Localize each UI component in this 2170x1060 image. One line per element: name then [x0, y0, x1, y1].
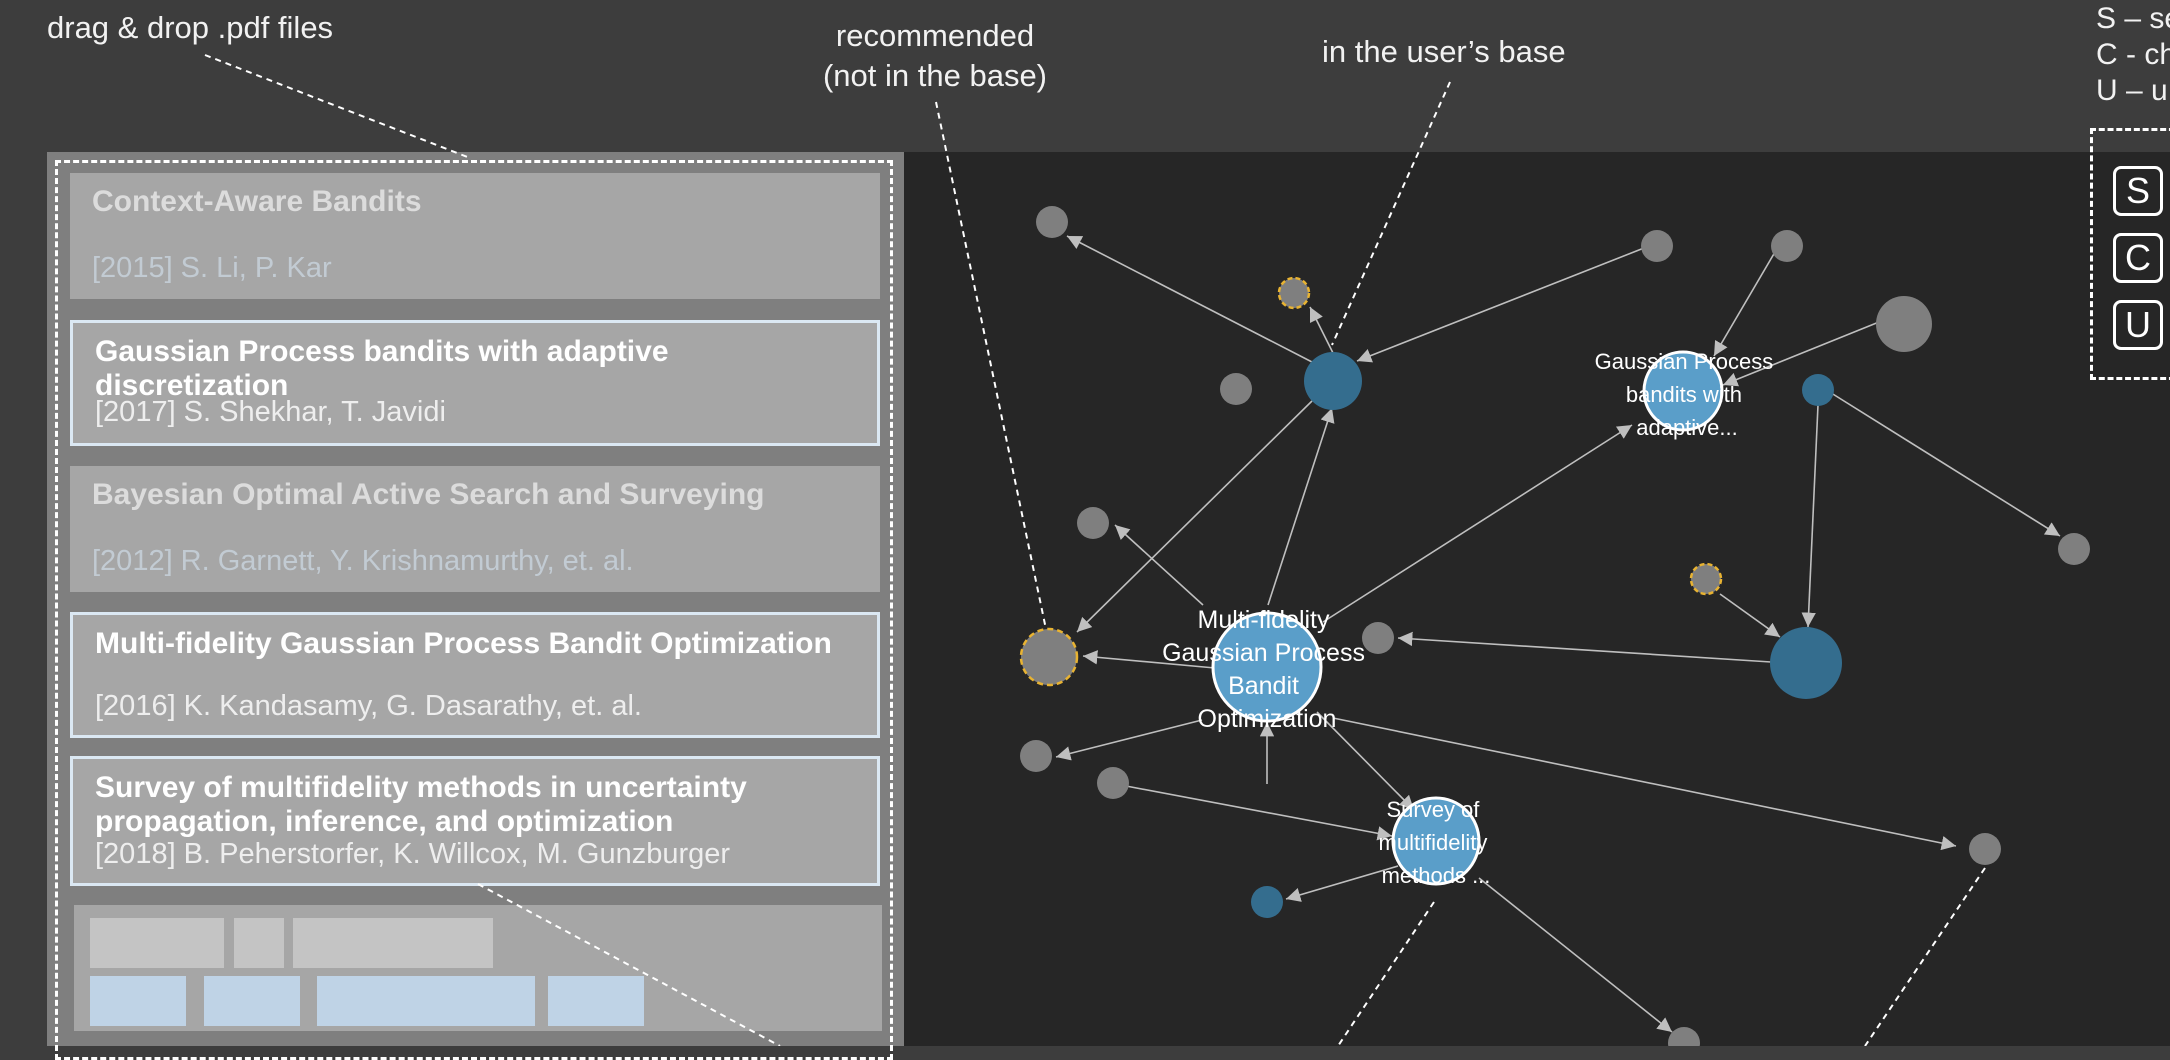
- edge: [1322, 424, 1633, 623]
- recommended-annotation-line1: recommended: [835, 18, 1035, 53]
- pointer-survey-card: [477, 883, 781, 1046]
- legend-line-select: S – se: [2096, 2, 2170, 35]
- node-in-base[interactable]: [1770, 627, 1842, 699]
- node-other[interactable]: [1097, 767, 1129, 799]
- node-recommended[interactable]: [1689, 562, 1723, 596]
- edge: [1267, 407, 1335, 606]
- edge: [1356, 247, 1645, 363]
- loading-placeholder-card: [74, 905, 882, 1031]
- node-other[interactable]: [1036, 206, 1068, 238]
- paper-list-panel: [47, 152, 904, 1046]
- node-labels: Gaussian Process bandits with adaptive..…: [1162, 349, 1780, 888]
- top-annotation-bar: [0, 0, 2170, 152]
- paper-title: Survey of multifidelity methods in uncer…: [95, 771, 747, 838]
- edge: [1722, 321, 1880, 387]
- placeholder-bar: [548, 976, 644, 1026]
- node-survey[interactable]: [1391, 796, 1481, 886]
- pointer-bottom-2: [1864, 867, 1986, 1046]
- edge: [1055, 719, 1203, 761]
- multi-fidelity-label: Multi-fidelity Gaussian Process Bandit O…: [1162, 606, 1372, 733]
- paper-card-bayesian-active-search[interactable]: Bayesian Optimal Active Search and Surve…: [70, 466, 880, 592]
- node-other[interactable]: [1876, 296, 1932, 352]
- in-base-annotation: in the user’s base: [1322, 34, 1566, 69]
- paper-title: Context-Aware Bandits: [92, 185, 422, 218]
- gp-bandits-label: Gaussian Process bandits with adaptive..…: [1595, 349, 1780, 440]
- placeholder-bar: [317, 976, 535, 1026]
- paper-card-multi-fidelity[interactable]: Multi-fidelity Gaussian Process Bandit O…: [70, 612, 880, 738]
- paper-card-gp-bandits[interactable]: Gaussian Process bandits with adaptive d…: [70, 320, 880, 446]
- placeholder-bar: [234, 918, 284, 968]
- pointer-bottom-1: [1337, 901, 1435, 1046]
- node-in-base[interactable]: [1802, 374, 1834, 406]
- paper-title: Gaussian Process bandits with adaptive d…: [95, 335, 669, 402]
- survey-label: Survey of multifidelity methods ...: [1379, 797, 1494, 888]
- edge: [1125, 785, 1393, 841]
- node-recommended[interactable]: [1019, 627, 1079, 687]
- paper-title: Multi-fidelity Gaussian Process Bandit O…: [95, 627, 832, 660]
- paper-meta: [2017] S. Shekhar, T. Javidi: [95, 396, 446, 428]
- u-button[interactable]: U: [2113, 300, 2163, 350]
- edge: [1066, 235, 1313, 363]
- paper-meta: [2012] R. Garnett, Y. Krishnamurthy, et.…: [92, 545, 634, 577]
- edge: [1397, 631, 1772, 663]
- node-other[interactable]: [1668, 1027, 1700, 1046]
- graph-edges: [1055, 235, 2061, 1033]
- edge: [1713, 251, 1776, 357]
- node-recommended[interactable]: [1277, 276, 1311, 310]
- node-gp-bandits[interactable]: [1642, 350, 1724, 432]
- edge: [1316, 711, 1415, 811]
- node-other[interactable]: [1220, 373, 1252, 405]
- legend-box: [2090, 128, 2170, 380]
- s-button[interactable]: S: [2113, 166, 2163, 216]
- paper-title: Bayesian Optimal Active Search and Surve…: [92, 478, 765, 511]
- placeholder-bar: [293, 918, 493, 968]
- edge: [1082, 650, 1216, 669]
- placeholder-bar: [90, 918, 224, 968]
- pointer-drag-drop: [204, 54, 471, 159]
- edge: [1309, 306, 1337, 360]
- legend-line-u: U – u: [2096, 74, 2168, 107]
- drag-drop-annotation: drag & drop .pdf files: [47, 10, 334, 45]
- legend-line-check: C - ch: [2096, 38, 2170, 71]
- node-other[interactable]: [1969, 833, 2001, 865]
- recommended-annotation: recommended (not in the base): [780, 16, 1090, 96]
- paper-meta: [2016] K. Kandasamy, G. Dasarathy, et. a…: [95, 690, 642, 722]
- paper-meta: [2018] B. Peherstorfer, K. Willcox, M. G…: [95, 838, 731, 870]
- node-other[interactable]: [1641, 230, 1673, 262]
- edge: [1801, 404, 1819, 628]
- paper-card-context-aware-bandits[interactable]: Context-Aware Bandits [2015] S. Li, P. K…: [70, 173, 880, 299]
- citation-graph-area[interactable]: [904, 152, 2170, 1046]
- edge: [1478, 877, 1673, 1033]
- edge: [1285, 865, 1399, 902]
- node-other[interactable]: [1362, 622, 1394, 654]
- node-in-base[interactable]: [1251, 886, 1283, 918]
- edge: [1076, 400, 1313, 633]
- pointer-recommended: [935, 101, 1048, 635]
- node-multi-fidelity[interactable]: [1211, 611, 1323, 723]
- placeholder-bar: [90, 976, 186, 1026]
- paper-card-survey-multifidelity[interactable]: Survey of multifidelity methods in uncer…: [70, 756, 880, 886]
- node-other[interactable]: [1020, 740, 1052, 772]
- pointer-in-base: [1331, 81, 1451, 346]
- recommended-annotation-line2: (not in the base): [822, 58, 1048, 93]
- edge: [1332, 717, 1957, 851]
- edge: [1719, 593, 1781, 638]
- annotation-pointers: [204, 54, 1986, 1046]
- graph-nodes: [1019, 206, 2090, 1046]
- node-in-base[interactable]: [1304, 352, 1362, 410]
- edge: [1827, 390, 2061, 537]
- node-other[interactable]: [1077, 507, 1109, 539]
- paper-meta: [2015] S. Li, P. Kar: [92, 252, 332, 284]
- placeholder-bar: [204, 976, 300, 1026]
- node-other[interactable]: [1771, 230, 1803, 262]
- c-button[interactable]: C: [2113, 233, 2163, 283]
- edge: [1114, 524, 1204, 606]
- node-other[interactable]: [2058, 533, 2090, 565]
